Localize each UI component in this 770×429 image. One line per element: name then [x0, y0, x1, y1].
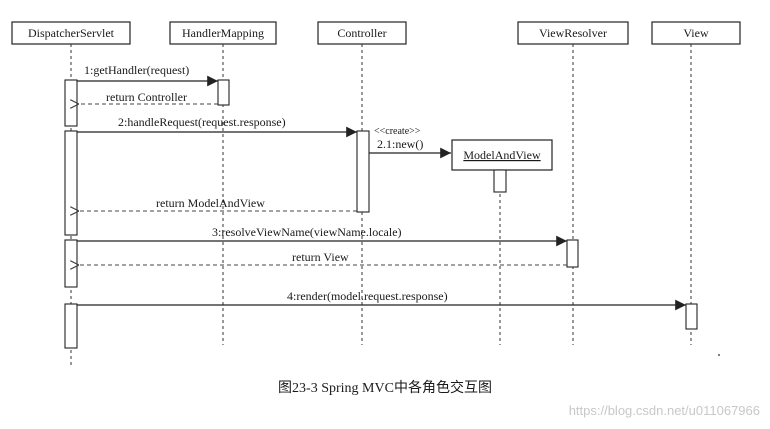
participant-modelandview: ModelAndView — [451, 139, 553, 171]
message-label-1: 1:getHandler(request) — [84, 63, 189, 77]
participant-dispatcherservlet: DispatcherServlet — [11, 21, 131, 45]
figure-caption: 图23-3 Spring MVC中各角色交互图 — [278, 379, 492, 396]
scan-dot — [718, 354, 720, 356]
watermark: https://blog.csdn.net/u011067966 — [569, 403, 760, 418]
activation-dispatcher-2 — [64, 130, 78, 236]
message-label-3: 3:resolveViewName(viewName.locale) — [212, 225, 402, 239]
participant-label: HandlerMapping — [182, 26, 264, 40]
participant-label: DispatcherServlet — [28, 26, 115, 40]
participant-view: View — [651, 21, 741, 45]
activation-resolver — [566, 239, 579, 268]
message-label-2: 2:handleRequest(request.response) — [118, 115, 286, 129]
activation-view — [685, 303, 698, 330]
participant-viewresolver: ViewResolver — [517, 21, 629, 45]
message-label-4: 4:render(model.request.response) — [287, 289, 448, 303]
message-label-2-1: 2.1:new() — [377, 137, 423, 151]
participant-handlermapping: HandlerMapping — [169, 21, 277, 45]
participant-label: View — [683, 26, 709, 40]
return-label-1: return Controller — [106, 90, 187, 104]
return-label-3: return View — [292, 250, 349, 264]
activation-dispatcher-4 — [64, 303, 78, 349]
participant-label: Controller — [337, 26, 386, 40]
return-label-2: return ModelAndView — [156, 196, 265, 210]
activation-controller — [356, 130, 370, 213]
participant-label: ViewResolver — [539, 26, 607, 40]
activation-dispatcher-3 — [64, 239, 78, 288]
activation-dispatcher-1 — [64, 79, 78, 127]
activation-modelandview — [493, 169, 507, 193]
participant-label: ModelAndView — [463, 148, 541, 162]
participant-controller: Controller — [317, 21, 407, 45]
create-stereotype-label: <<create>> — [374, 126, 421, 137]
activation-mapping — [217, 79, 230, 106]
